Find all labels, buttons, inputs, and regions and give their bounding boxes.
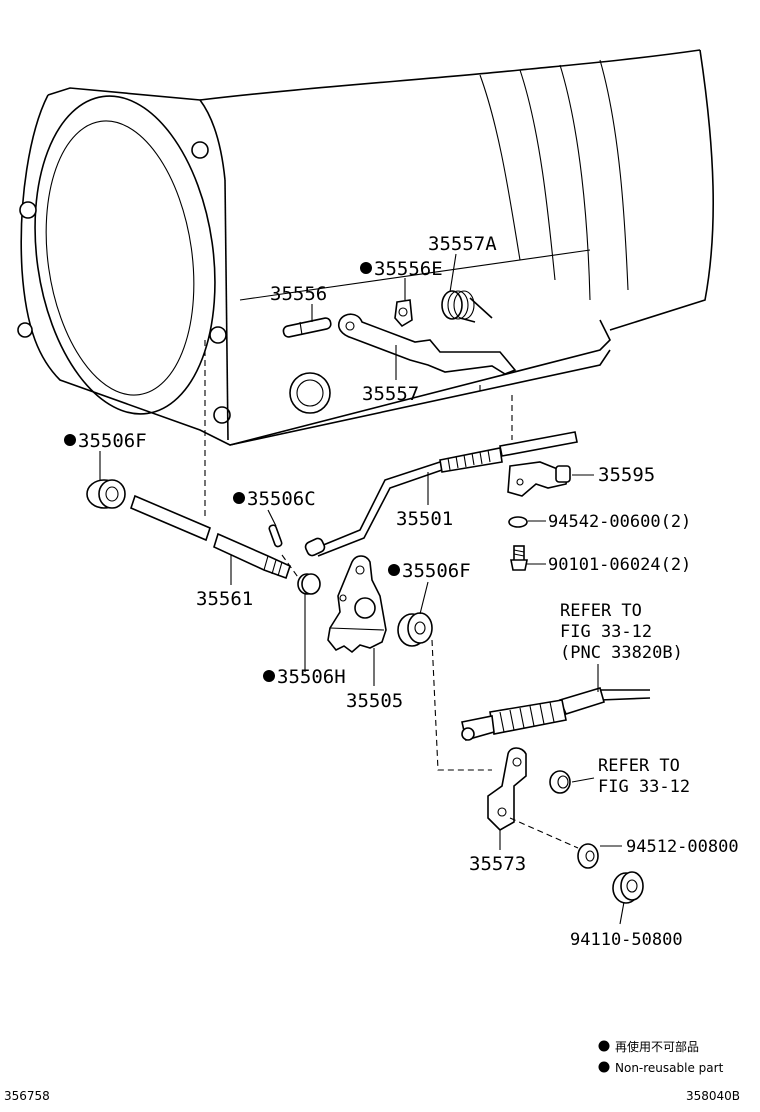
nut-ref [549,770,571,794]
shaft-35561 [130,494,291,580]
ref2-line1: REFER TO [598,756,680,776]
label-35505: 35505 [346,690,403,712]
leader-lines [99,253,625,925]
label-90101: 90101-06024(2) [548,555,691,575]
ref1-line2: FIG 33-12 [560,622,652,642]
shift-cable [461,687,651,742]
marker-35506C [233,492,245,504]
footer-left-code: 356758 [4,1089,50,1103]
bracket-35595 [507,461,571,497]
non-reusable-markers [64,262,400,682]
bracket-35573 [487,747,579,849]
label-35556E: 35556E [374,258,443,280]
washer-94542 [508,516,528,528]
seal-35506F-left [86,479,126,509]
ref1-line3: (PNC 33820B) [560,643,683,663]
label-94110: 94110-50800 [570,930,683,950]
legend-jp: 再使用不可部品 [615,1039,699,1054]
label-35557: 35557 [362,383,419,405]
legend-en: Non-reusable part [615,1061,724,1075]
ref2-line2: FIG 33-12 [598,777,690,797]
pin-35556 [282,317,332,338]
label-35557A: 35557A [428,233,497,255]
bolt-90101 [510,545,528,571]
detent-plate-35505 [327,555,387,654]
label-35506F-b: 35506F [402,560,471,582]
ref1-line1: REFER TO [560,601,642,621]
label-94512: 94512-00800 [626,837,739,857]
label-35506F-a: 35506F [78,430,147,452]
washer-94512 [577,843,599,869]
label-94542: 94542-00600(2) [548,512,691,532]
label-35556: 35556 [270,283,327,305]
label-35573: 35573 [469,853,526,875]
clip-35556E [394,299,413,328]
label-35506C: 35506C [247,488,316,510]
spring-35557A [441,290,493,323]
label-35506H: 35506H [277,666,346,688]
marker-35506H [263,670,275,682]
bushing-35506H [297,573,321,595]
legend-bullet-en [598,1061,610,1073]
marker-35506F-b [388,564,400,576]
legend-bullet-jp [598,1040,610,1052]
marker-35506F-a [64,434,76,446]
transmission-housing [17,49,715,520]
lever-35557 [337,313,517,375]
cable-35501 [304,431,578,557]
legend: 再使用不可部品 Non-reusable part [598,1039,724,1075]
seal-35506F-right [397,612,492,771]
footer-right-code: 358040B [686,1089,740,1103]
pin-35506C [268,524,301,581]
label-35561: 35561 [196,588,253,610]
label-35501: 35501 [396,508,453,530]
label-35595: 35595 [598,464,655,486]
marker-35556E [360,262,372,274]
nut-94110 [612,871,644,904]
